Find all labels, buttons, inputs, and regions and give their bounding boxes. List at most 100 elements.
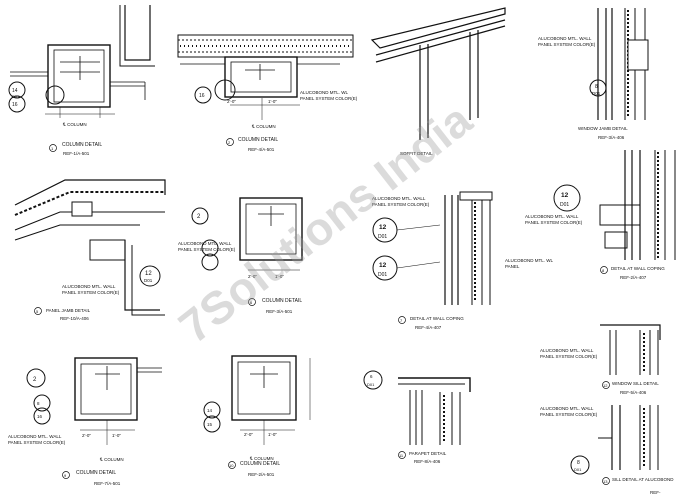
bubble-12-7b: 12 [379, 262, 387, 269]
detail-4-ref: REF-3/A-406 [598, 135, 625, 140]
detail-11-number: 11 [399, 453, 404, 458]
detail-8-number: 8 [602, 268, 605, 273]
detail-6-number: 6 [250, 300, 253, 305]
detail-10-ref: REF-2/A-501 [248, 472, 275, 477]
detail-10-number: 10 [229, 463, 234, 468]
dim-6-left: 2'-0" [248, 274, 257, 279]
panel-side-7: PANEL [505, 264, 520, 269]
dim-1-right: 1'-0" [268, 99, 277, 104]
detail-2-number: 2 [228, 140, 231, 145]
bubble-d01: D01 [12, 94, 20, 99]
detail-1-number: 1 [51, 146, 54, 151]
bubble-12-5: 12 [145, 271, 152, 277]
alucobond-note-7: ALUCOBOND MTL. WALL [372, 196, 426, 201]
detail-13-number: 13 [603, 479, 608, 484]
detail-6-ref: REF-3/A-501 [266, 309, 293, 314]
detail-7-title: DETAIL AT WALL COPING [410, 316, 464, 321]
alucobond-note-12: ALUCOBOND MTL. WALL [540, 348, 594, 353]
alucobond-note-8: ALUCOBOND MTL. WALL [525, 214, 579, 219]
dim-10-right: 1'-0" [268, 432, 277, 437]
detail-13-ref: REF- [650, 490, 661, 495]
detail-9-title: COLUMN DETAIL [76, 470, 116, 476]
detail-13-title: SILL DETAIL AT ALUCOBOND [612, 477, 674, 482]
panel-note-9: PANEL SYSTEM COLOR(E) [8, 440, 66, 445]
detail-4-title: WINDOW JAMB DETAIL [578, 126, 628, 131]
alucobond-note-5: ALUCOBOND MTL. WALL [62, 284, 116, 289]
alucobond-side-7: ALUCOBOND MTL. WL [505, 258, 554, 263]
detail-6-title: COLUMN DETAIL [262, 298, 302, 304]
panel-note-8: PANEL SYSTEM COLOR(E) [525, 220, 583, 225]
panel-note-2: PANEL SYSTEM COLOR(E) [300, 96, 358, 101]
detail-1-title: COLUMN DETAIL [62, 142, 102, 148]
column-cl-1: ℄ COLUMN [62, 122, 87, 127]
detail-9-column [26, 357, 162, 445]
bubble-16: 16 [12, 102, 18, 108]
dim-2-left: 2'-0" [227, 99, 236, 104]
detail-10-title: COLUMN DETAIL [240, 461, 280, 467]
bubble-16-b: 16 [199, 93, 205, 99]
detail-2-title: COLUMN DETAIL [238, 137, 278, 143]
detail-12-title: WINDOW SILL DETAIL [612, 381, 659, 386]
bubble-14-10: 14 [207, 408, 213, 413]
dim-6-right: 1'-0" [275, 274, 284, 279]
bubble-12-8: 12 [561, 192, 569, 199]
detail-5-panel-jamb [14, 179, 166, 316]
bubble-d01-4: D01 [592, 91, 601, 96]
bubble-12-7a: 12 [379, 224, 387, 231]
dim-9-left: 2'-0" [82, 433, 91, 438]
detail-11-parapet [363, 370, 471, 445]
detail-4-window-jamb [589, 8, 649, 120]
bubble-14: 14 [12, 88, 18, 94]
detail-5-ref: REF-10/A-406 [60, 316, 89, 321]
detail-7-ref: REF-4/A-407 [415, 325, 442, 330]
detail-1-ref: REF-1/A-501 [63, 151, 90, 156]
detail-8-ref: REF-2/A-407 [620, 275, 647, 280]
alucobond-note-4: ALUCOBOND MTL. WALL [538, 36, 592, 41]
detail-9-number: 9 [64, 473, 67, 478]
bubble-d01-13: D01 [574, 467, 582, 472]
bubble-8-4: 8 [595, 84, 598, 90]
panel-note-13: PANEL SYSTEM COLOR(E) [540, 412, 598, 417]
detail-12-ref: REF-5/A-406 [620, 390, 647, 395]
detail-3-title: SOFFIT DETAIL [400, 151, 433, 156]
bubble-d01-8: D01 [560, 202, 569, 208]
panel-note-6: PANEL SYSTEM COLOR(E) [178, 247, 236, 252]
column-cl-10: ℄ COLUMN [249, 456, 274, 461]
detail-5-number: 5 [36, 309, 39, 314]
detail-8-wall-coping [553, 150, 676, 260]
alucobond-note-2: ALUCOBOND MTL. WL [300, 90, 349, 95]
alucobond-note-6: ALUCOBOND MTL. WALL [178, 241, 232, 246]
detail-8-title: DETAIL AT WALL COPING [611, 266, 665, 271]
dim-9-right: 1'-0" [112, 433, 121, 438]
detail-3-soffit [370, 7, 506, 140]
column-cl-9: ℄ COLUMN [99, 457, 124, 462]
panel-note-5: PANEL SYSTEM COLOR(E) [62, 290, 120, 295]
panel-note-7: PANEL SYSTEM COLOR(E) [372, 202, 430, 207]
dim-10-left: 2'-0" [244, 432, 253, 437]
detail-10-column [203, 355, 311, 445]
column-cl-2: ℄ COLUMN [251, 124, 276, 129]
bubble-16-9: 16 [37, 414, 43, 419]
panel-note-12: PANEL SYSTEM COLOR(E) [540, 354, 598, 359]
detail-11-title: PARAPET DETAIL [409, 451, 447, 456]
bubble-d01-7b: D01 [378, 272, 387, 278]
detail-12-window-sill [600, 324, 661, 375]
detail-9-ref: REF-7/A-501 [94, 481, 121, 486]
detail-7-wall-coping [372, 191, 493, 305]
bubble-6-11: 6 [370, 374, 373, 379]
detail-12-number: 12 [603, 383, 608, 388]
bubble-15-10: 15 [207, 422, 213, 427]
alucobond-note-13: ALUCOBOND MTL. WALL [540, 406, 594, 411]
bubble-d01-11: D01 [367, 382, 375, 387]
bubble-8-9: 8 [37, 401, 40, 406]
bubble-d01-5: D01 [144, 278, 153, 283]
detail-5-title: PANEL JAMB DETAIL [46, 308, 91, 313]
detail-7-number: 7 [400, 318, 403, 323]
detail-13-sill [570, 405, 659, 475]
bubble-2-9: 2 [33, 377, 37, 383]
detail-1-column [8, 5, 155, 118]
detail-2-column [177, 34, 354, 120]
alucobond-note-9: ALUCOBOND MTL. WALL [8, 434, 62, 439]
detail-6-column [191, 197, 303, 271]
